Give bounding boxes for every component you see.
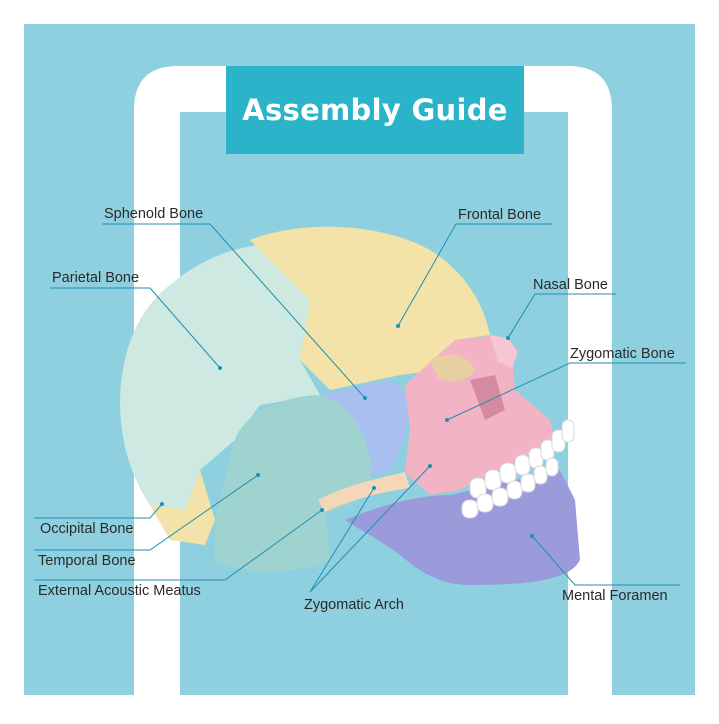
leader-lines xyxy=(34,223,686,593)
sphenoid-bone xyxy=(320,380,410,480)
label-mental-foramen: Mental Foramen xyxy=(562,588,668,604)
label-temporal-bone: Temporal Bone xyxy=(38,553,136,569)
nasal-cavity xyxy=(470,375,505,420)
nasal-bone xyxy=(490,335,518,368)
label-frontal-bone: Frontal Bone xyxy=(458,207,542,223)
skull xyxy=(120,226,580,585)
orbit-shadow xyxy=(430,354,475,382)
label-external-acoustic-meatus: External Acoustic Meatus xyxy=(38,583,201,599)
title-banner: Assembly Guide xyxy=(226,66,524,154)
leader-dots xyxy=(160,324,534,538)
zygomatic-arch xyxy=(318,472,410,512)
lower-teeth xyxy=(461,457,559,519)
label-zygomatic-bone: Zygomatic Bone xyxy=(570,346,675,362)
label-zygomatic-arch: Zygomatic Arch xyxy=(304,597,404,613)
temporal-bone xyxy=(215,395,372,572)
title: Assembly Guide xyxy=(242,93,508,127)
frontal-bone xyxy=(250,226,490,390)
upper-teeth xyxy=(469,419,575,499)
mandible xyxy=(345,470,580,585)
label-parietal-bone: Parietal Bone xyxy=(52,270,140,286)
label-sphenoid-bone: Sphenold Bone xyxy=(104,206,204,222)
label-nasal-bone: Nasal Bone xyxy=(533,277,608,293)
occipital-bone xyxy=(150,470,215,545)
label-occipital-bone: Occipital Bone xyxy=(40,521,134,537)
